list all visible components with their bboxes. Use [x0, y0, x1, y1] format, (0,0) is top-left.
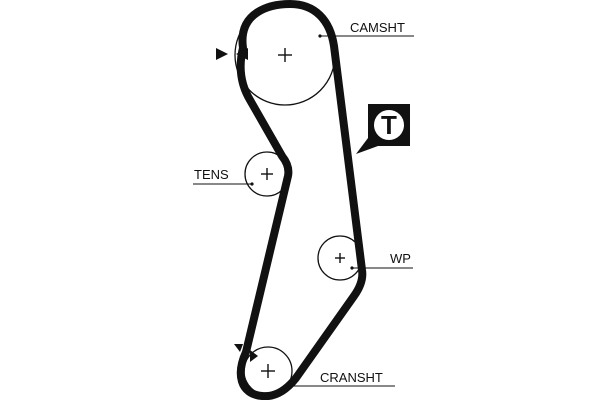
- camshaft-pulley: [234, 4, 336, 106]
- camshaft-leader: [318, 34, 414, 38]
- crankshaft-pulley: [243, 346, 293, 396]
- camshaft-label: CAMSHT: [350, 20, 405, 35]
- crankshaft-timing-mark-icon: [234, 344, 258, 362]
- crosshair-icon: [278, 48, 292, 62]
- water-pump-label: WP: [390, 251, 411, 266]
- crosshair-icon: [335, 253, 345, 263]
- crosshair-icon: [261, 168, 273, 180]
- crosshair-icon: [261, 364, 275, 378]
- water-pump-leader: [350, 266, 413, 270]
- crankshaft-label: CRANSHT: [320, 370, 383, 385]
- tensioner-pulley: [244, 151, 290, 197]
- tensioner-badge: T: [356, 104, 410, 154]
- water-pump-pulley: [317, 235, 363, 281]
- tensioner-leader: [193, 182, 254, 186]
- camshaft-timing-mark-icon: [216, 48, 248, 60]
- crankshaft-leader: [286, 384, 395, 388]
- tensioner-label: TENS: [194, 167, 229, 182]
- timing-belt: [236, 0, 367, 400]
- badge-letter: T: [381, 110, 397, 140]
